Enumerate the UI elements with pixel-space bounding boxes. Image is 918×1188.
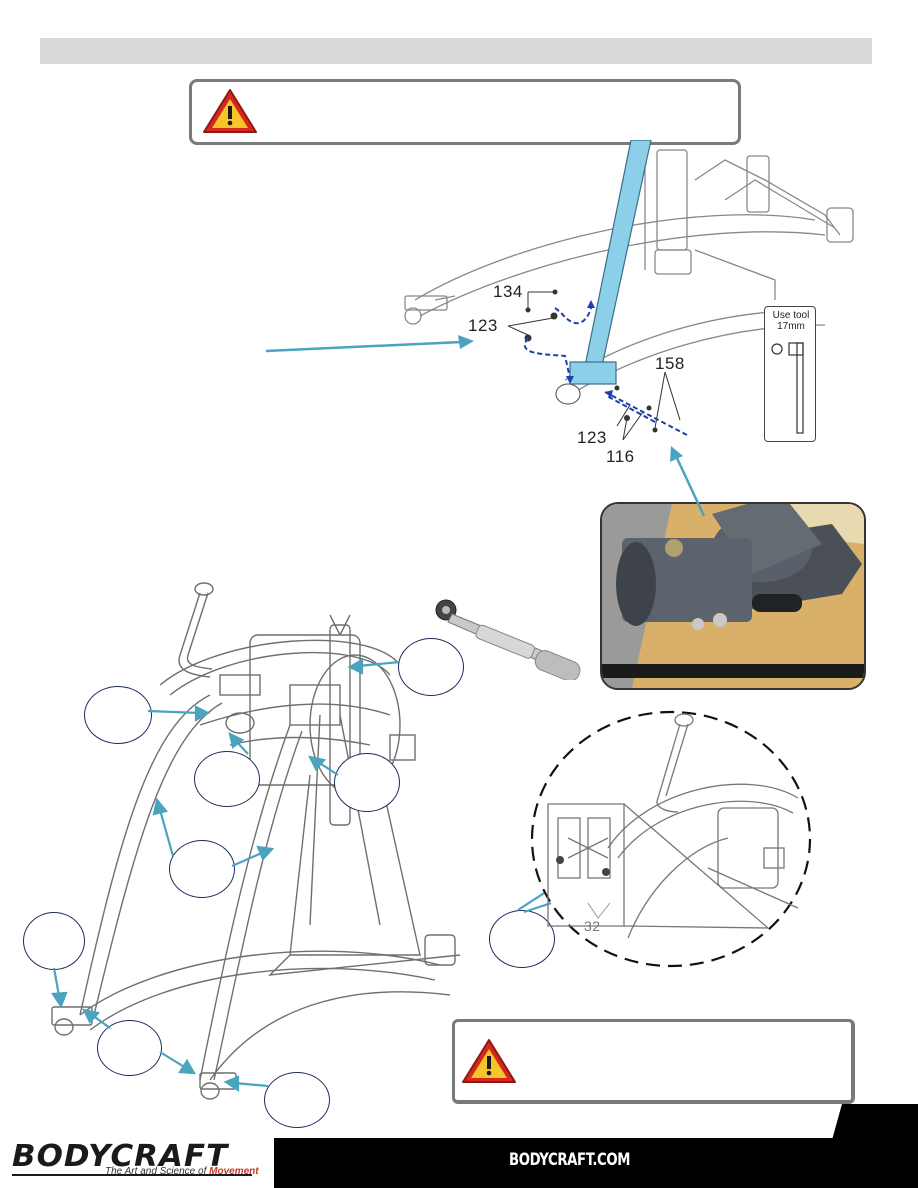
detail-view-circle — [530, 710, 812, 968]
assembly-photo — [600, 502, 866, 690]
part-number-32: 32 — [584, 918, 601, 934]
tool-note-line2: 17mm — [777, 321, 805, 332]
logo-underline — [12, 1174, 252, 1176]
tool-hex-icon — [771, 342, 804, 434]
callout-circle — [398, 638, 464, 696]
tool-note-line1: Use tool — [772, 310, 810, 321]
pointer-arrow-photo — [670, 446, 706, 517]
callout-circle — [97, 1020, 162, 1076]
callout-circle — [169, 840, 235, 898]
warning-icon — [462, 1039, 516, 1083]
callout-circle — [264, 1072, 330, 1128]
callout-circle — [334, 753, 400, 812]
part-number-116: 116 — [606, 447, 635, 466]
brand-logo: BODYCRAFT — [12, 1139, 229, 1174]
callout-circle — [84, 686, 152, 744]
brand-tagline: The Art and Science of Movement — [105, 1166, 259, 1177]
section-header-bar — [40, 38, 872, 64]
pointer-arrow-diagram — [265, 335, 474, 353]
callout-circle — [194, 751, 260, 807]
tool-note-text: Use tool 17mm — [769, 310, 813, 332]
part-number-123-lower: 123 — [577, 428, 607, 447]
exploded-assembly-diagram — [404, 140, 854, 441]
callout-circle — [489, 910, 555, 968]
footer-bar — [274, 1138, 918, 1188]
footer-url[interactable]: BODYCRAFT.COM — [509, 1150, 631, 1170]
warning-icon — [203, 89, 257, 133]
part-number-123: 123 — [468, 316, 498, 335]
warning-box-top — [189, 79, 741, 145]
footer-slant — [832, 1104, 918, 1140]
warning-box-bottom — [452, 1019, 855, 1104]
torque-wrench-icon — [435, 599, 581, 680]
brand-tagline-emphasis: Movement — [209, 1166, 259, 1177]
part-number-158: 158 — [655, 354, 685, 373]
tool-note-card: Use tool 17mm — [764, 306, 816, 442]
callout-circle — [23, 912, 85, 970]
brand-tagline-prefix: The Art and Science of — [105, 1166, 210, 1177]
part-number-134: 134 — [493, 282, 523, 301]
